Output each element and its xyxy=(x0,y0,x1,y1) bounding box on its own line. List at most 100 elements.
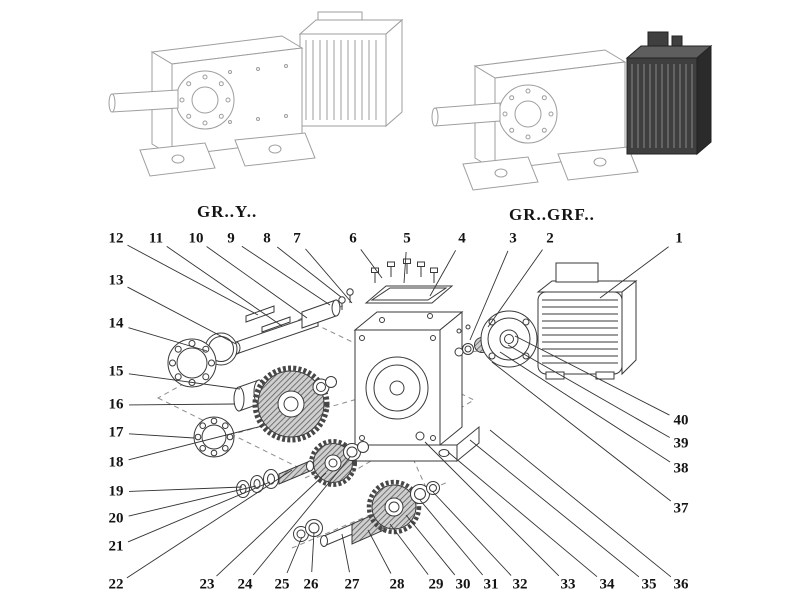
motor-fins xyxy=(305,40,377,120)
callout-label-25: 25 xyxy=(272,576,292,593)
leader-line-39 xyxy=(507,344,670,438)
leader-line-17 xyxy=(128,433,195,439)
callout-label-18: 18 xyxy=(106,454,126,471)
gear-washers xyxy=(312,376,337,396)
callout-label-4: 4 xyxy=(456,230,468,247)
leader-line-12 xyxy=(127,244,259,316)
exploded-assembly xyxy=(156,258,638,549)
variant-title-gr-grf: GR..GRF.. xyxy=(509,205,595,224)
callout-label-3: 3 xyxy=(507,230,519,247)
leader-line-4 xyxy=(429,250,457,297)
callout-label-35: 35 xyxy=(639,576,659,593)
motor-terminal-box-exploded xyxy=(555,262,599,283)
leader-line-21 xyxy=(127,481,271,543)
callout-label-17: 17 xyxy=(106,424,126,441)
leader-line-33 xyxy=(424,441,560,577)
callout-label-30: 30 xyxy=(453,576,473,593)
leader-line-10 xyxy=(206,246,308,319)
leader-line-6 xyxy=(360,249,383,279)
leader-line-22 xyxy=(126,469,293,579)
pinion-shaft xyxy=(278,460,314,485)
callout-label-9: 9 xyxy=(225,230,237,247)
electric-motor xyxy=(536,262,638,380)
callout-label-19: 19 xyxy=(106,483,126,500)
leader-line-40 xyxy=(514,335,670,416)
callout-label-32: 32 xyxy=(510,576,530,593)
cover-bolts xyxy=(338,258,438,310)
leader-line-20 xyxy=(128,485,257,517)
shaft-key xyxy=(245,305,275,323)
leader-line-30 xyxy=(405,514,456,576)
callout-label-12: 12 xyxy=(106,230,126,247)
callout-label-24: 24 xyxy=(235,576,255,593)
variant-title-gr-y: GR..Y.. xyxy=(197,202,258,221)
leader-line-8 xyxy=(276,246,342,298)
leader-line-25 xyxy=(286,536,303,574)
inspection-cover xyxy=(364,285,454,304)
assembled-unit-left-drawing xyxy=(108,11,404,177)
leader-line-27 xyxy=(341,533,350,573)
callout-label-27: 27 xyxy=(342,576,362,593)
leader-line-11 xyxy=(166,246,283,327)
input-shaft-assembly xyxy=(231,299,341,355)
leader-line-19 xyxy=(128,486,243,492)
callout-label-38: 38 xyxy=(671,460,691,477)
leader-line-37 xyxy=(491,361,672,502)
output-shaft-left xyxy=(111,89,179,113)
callout-label-37: 37 xyxy=(671,500,691,517)
callout-label-23: 23 xyxy=(197,576,217,593)
leader-line-23 xyxy=(216,472,327,577)
leader-line-24 xyxy=(252,456,351,576)
leader-lines-layer xyxy=(126,244,672,579)
callout-label-8: 8 xyxy=(261,230,273,247)
leader-line-9 xyxy=(241,245,331,306)
callout-label-26: 26 xyxy=(301,576,321,593)
callout-label-21: 21 xyxy=(106,538,126,555)
leader-line-38 xyxy=(499,351,671,463)
callout-label-39: 39 xyxy=(671,435,691,452)
callout-label-13: 13 xyxy=(106,272,126,289)
callout-label-34: 34 xyxy=(597,576,617,593)
motor-flange xyxy=(480,310,538,368)
leader-line-34 xyxy=(447,451,598,578)
leader-line-36 xyxy=(489,429,672,578)
bearing-small xyxy=(193,416,235,458)
callout-label-20: 20 xyxy=(106,510,126,527)
leader-line-31 xyxy=(419,499,484,576)
leader-line-26 xyxy=(311,531,315,573)
callout-label-6: 6 xyxy=(347,230,359,247)
leader-line-2 xyxy=(487,249,543,328)
callout-label-11: 11 xyxy=(146,230,166,247)
callout-label-5: 5 xyxy=(401,230,413,247)
gear-housing xyxy=(335,310,480,463)
callout-label-36: 36 xyxy=(671,576,691,593)
leader-line-32 xyxy=(432,491,512,576)
callout-label-10: 10 xyxy=(186,230,206,247)
callout-label-22: 22 xyxy=(106,576,126,593)
leader-line-16 xyxy=(128,403,236,406)
bottom-gear xyxy=(366,479,440,535)
callout-label-15: 15 xyxy=(106,363,126,380)
leader-line-35 xyxy=(469,439,640,578)
leader-line-5 xyxy=(403,251,407,284)
assembled-unit-right-drawing xyxy=(431,31,713,191)
dark-motor-block xyxy=(625,31,713,156)
leader-line-13 xyxy=(127,286,237,345)
callout-label-1: 1 xyxy=(673,230,685,247)
callout-label-14: 14 xyxy=(106,315,126,332)
leader-line-3 xyxy=(469,250,509,341)
callout-label-31: 31 xyxy=(481,576,501,593)
bearing-large xyxy=(167,338,217,388)
callout-label-40: 40 xyxy=(671,412,691,429)
drain-plug xyxy=(415,431,425,441)
callout-label-29: 29 xyxy=(426,576,446,593)
spacer-bushing xyxy=(233,379,265,412)
leader-line-28 xyxy=(367,529,392,574)
callout-label-2: 2 xyxy=(544,230,556,247)
leader-line-14 xyxy=(128,327,208,352)
callout-label-28: 28 xyxy=(387,576,407,593)
leader-line-1 xyxy=(599,246,669,299)
callout-label-7: 7 xyxy=(291,230,303,247)
